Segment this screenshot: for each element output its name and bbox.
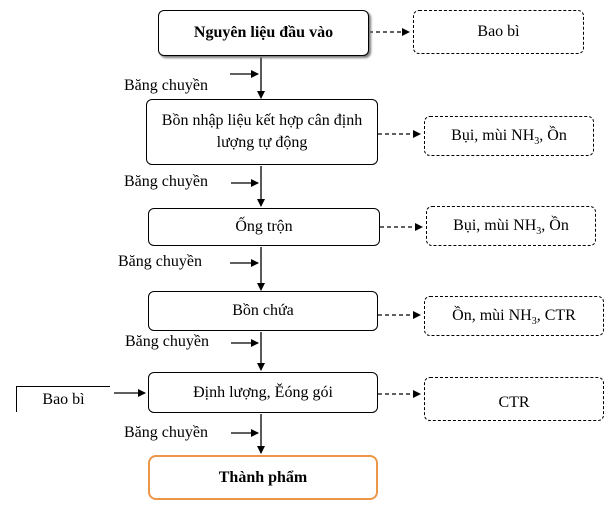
output-dust-odor-noise-2: Bụi, mùi NH3, Ồn	[426, 206, 596, 246]
node-storage-tank-label: Bồn chứa	[232, 302, 294, 319]
conveyor-label-2: Băng chuyền	[124, 173, 208, 190]
output-dust-odor-noise-1: Bụi, mùi NH3, Ồn	[424, 116, 594, 156]
conveyor-label-1: Băng chuyền	[124, 77, 208, 94]
output-dust-1-pre: Bụi, mùi NH	[451, 127, 535, 144]
output-noise-3-text: Ồn, mùi NH3, CTR	[452, 305, 576, 327]
node-packing-label: Định lượng, Ěóng gói	[193, 383, 333, 401]
output-dust-1-sub: 3	[534, 136, 540, 148]
conveyor-label-3: Băng chuyền	[118, 253, 202, 270]
node-finished-product-label: Thành phẩm	[218, 468, 308, 486]
output-noise-3-sub: 3	[531, 316, 537, 328]
output-solid-waste: CTR	[424, 377, 604, 421]
input-packaging: Bao bì	[16, 386, 110, 412]
node-storage-tank: Bồn chứa	[148, 291, 378, 331]
output-dust-2-text: Bụi, mùi NH3, Ồn	[453, 215, 569, 237]
node-raw-material: Nguyên liệu đầu vào	[158, 10, 369, 56]
node-mixing-pipe-label: Ống trộn	[235, 218, 293, 235]
output-packaging: Bao bì	[413, 10, 584, 54]
conveyor-label-4: Băng chuyền	[125, 333, 209, 350]
output-noise-odor-waste: Ồn, mùi NH3, CTR	[424, 296, 604, 336]
node-feed-bin: Bồn nhập liệu kết hợp cân định lượng tự …	[146, 99, 378, 165]
output-dust-1-text: Bụi, mùi NH3, Ồn	[451, 125, 567, 147]
output-dust-2-pre: Bụi, mùi NH	[453, 217, 537, 234]
output-dust-2-sub: 3	[536, 226, 542, 238]
node-raw-material-label: Nguyên liệu đầu vào	[193, 24, 334, 41]
conveyor-label-5: Băng chuyền	[124, 424, 208, 441]
node-finished-product: Thành phẩm	[148, 455, 378, 500]
node-feed-bin-label: Bồn nhập liệu kết hợp cân định lượng tự …	[161, 112, 363, 151]
output-noise-3-post: , CTR	[536, 307, 576, 324]
output-dust-1-post: , Ồn	[539, 127, 567, 144]
node-mixing-pipe: Ống trộn	[148, 208, 380, 246]
output-dust-2-post: , Ồn	[541, 217, 569, 234]
node-packing: Định lượng, Ěóng gói	[148, 372, 378, 413]
input-packaging-label: Bao bì	[42, 390, 85, 408]
output-solid-waste-label: CTR	[498, 394, 530, 411]
output-noise-3-pre: Ồn, mùi NH	[452, 307, 532, 324]
output-packaging-label: Bao bì	[477, 23, 520, 40]
